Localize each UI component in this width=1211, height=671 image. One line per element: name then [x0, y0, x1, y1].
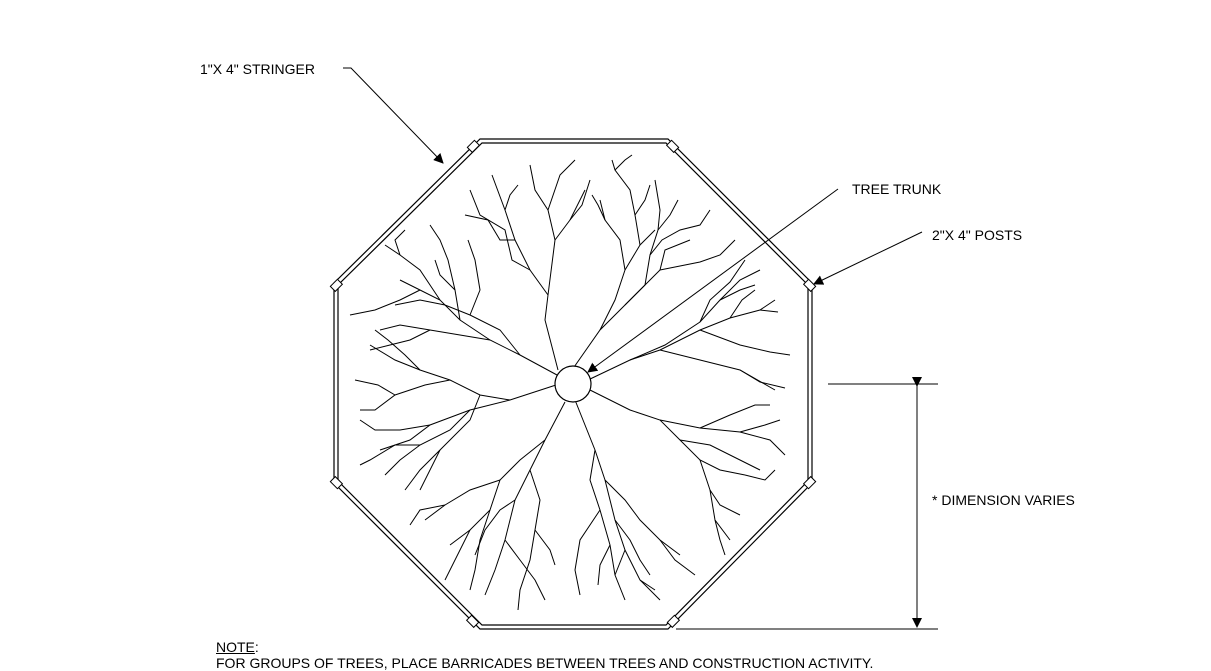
note-heading: NOTE:: [216, 640, 259, 654]
stringer-label: 1"X 4" STRINGER: [200, 61, 315, 77]
barricade-stringers: [333, 138, 813, 630]
post: [666, 614, 681, 629]
post: [466, 139, 481, 154]
tree-trunk: [554, 365, 592, 403]
posts-leader: [813, 231, 923, 285]
dimension-label: * DIMENSION VARIES: [932, 492, 1075, 508]
tree-trunk-label: TREE TRUNK: [852, 181, 942, 197]
barricade-posts: [329, 139, 817, 629]
dimension-marker: [676, 377, 938, 630]
trunk-leader: [587, 188, 839, 373]
barricade-outline: [333, 138, 813, 630]
root-system: [349, 154, 791, 611]
leader-lines: [343, 67, 923, 373]
posts-label: 2"X 4" POSTS: [932, 227, 1023, 243]
note-heading-colon: :: [254, 639, 259, 655]
barricade-inner-outline: [337, 142, 809, 626]
post: [329, 475, 344, 490]
post: [802, 278, 817, 293]
note-heading-text: NOTE: [216, 639, 255, 655]
post: [665, 139, 680, 154]
post: [802, 475, 817, 490]
post: [465, 614, 480, 629]
note-text: FOR GROUPS OF TREES, PLACE BARRICADES BE…: [216, 655, 874, 671]
post: [329, 278, 344, 293]
stringer-leader: [343, 67, 444, 164]
